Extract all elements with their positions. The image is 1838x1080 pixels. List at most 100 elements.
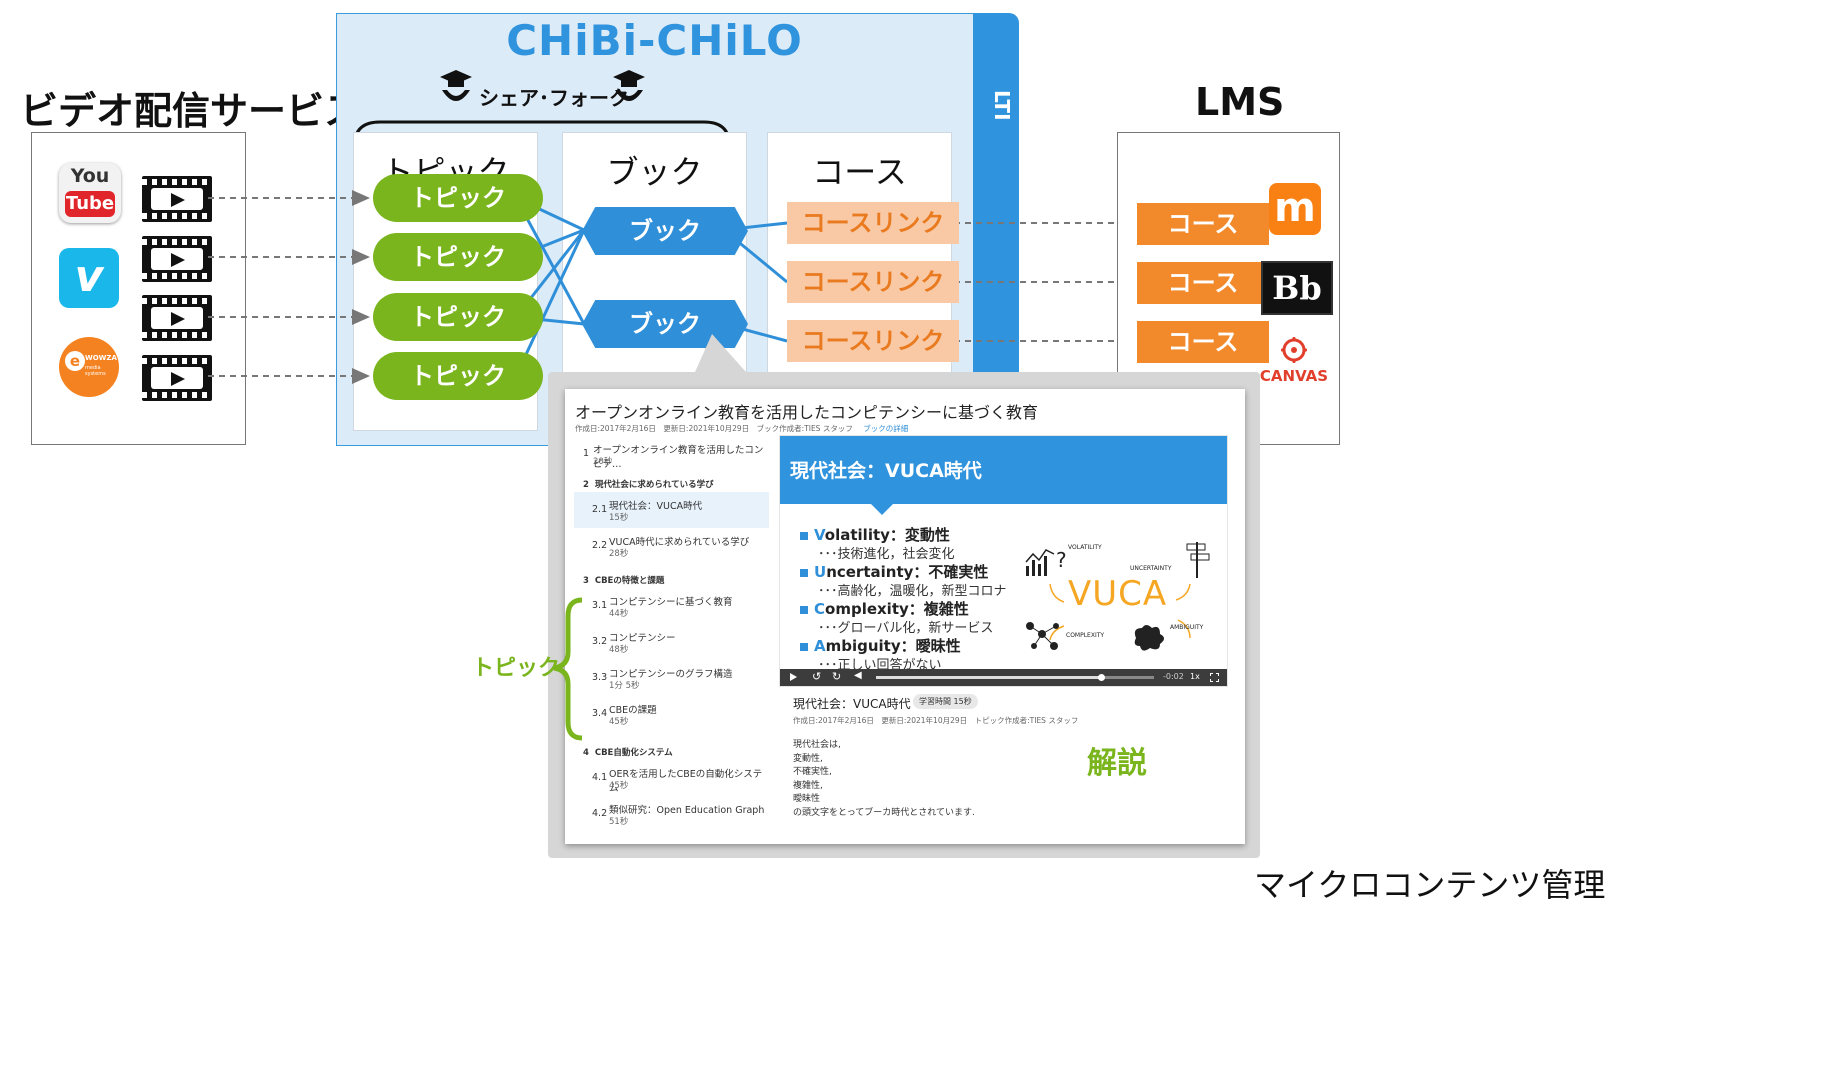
callout-pointer xyxy=(695,334,746,372)
vuca-label-uncertainty: UNCERTAINTY xyxy=(1130,565,1172,572)
explanation-annotation: 解説 xyxy=(1087,746,1147,781)
topic-node: トピック xyxy=(373,174,543,222)
toc-item[interactable]: 2.2 VUCA時代に求められている学び 28秒 xyxy=(592,537,750,559)
slide-header xyxy=(780,436,1227,504)
topic-description: 現代社会は, 変動性, 不確実性, 複雑性, 曖昧性 の頭文字をとってブーカ時代… xyxy=(793,740,975,818)
topic-node: トピック xyxy=(373,233,543,281)
speed-button[interactable]: 1x xyxy=(1190,672,1200,681)
toc-item[interactable]: 3.2 コンピテンシー 48秒 xyxy=(592,633,676,655)
study-time-badge: 学習時間 15秒 xyxy=(913,694,978,709)
screenshot-window: オープンオンライン教育を活用したコンピテンシーに基づく教育 作成日:2017年2… xyxy=(565,389,1245,844)
slide-bullet: Volatility：変動性 xyxy=(800,524,950,545)
toc-section[interactable]: 3 CBEの特徴と課題 xyxy=(583,576,665,586)
book-title: オープンオンライン教育を活用したコンピテンシーに基づく教育 xyxy=(575,403,1039,422)
book-column-header: ブック xyxy=(606,153,703,191)
topic-node: トピック xyxy=(373,352,543,400)
rewind-icon[interactable]: ↺ xyxy=(812,670,822,683)
forward-icon[interactable]: ↻ xyxy=(832,670,842,683)
wowza-logo-name: WOWZA xyxy=(85,354,117,362)
volume-icon[interactable]: ◀ xyxy=(854,670,862,681)
course-link-node: コースリンク xyxy=(787,202,959,244)
signpost-icon xyxy=(1186,542,1210,578)
slide-bullet-sub: ･･･高齢化，温暖化，新型コロナ xyxy=(818,584,1007,599)
course-column-header: コース xyxy=(812,153,907,191)
toc-item[interactable]: 3.1 コンピテンシーに基づく教育 44秒 xyxy=(592,597,733,619)
toc-item[interactable]: 4.2 類似研究：Open Education Graph 51秒 xyxy=(592,805,765,827)
vuca-label-volatility: VOLATILITY xyxy=(1068,544,1102,551)
chart-icon xyxy=(1025,549,1055,576)
micro-content-caption: マイクロコンテンツ管理 xyxy=(1254,866,1606,904)
vuca-arrows xyxy=(1049,583,1191,641)
toc-section[interactable]: 2 現代社会に求められている学び xyxy=(583,480,714,490)
slide-bullet: Ambiguity：曖昧性 xyxy=(800,635,961,656)
fullscreen-icon[interactable] xyxy=(1210,673,1219,682)
book-node: ブック xyxy=(582,300,748,348)
book-meta: 作成日:2017年2月16日 更新日:2021年10月29日 ブック作成者:TI… xyxy=(575,423,908,434)
wowza-logo-glyph: e xyxy=(65,351,85,371)
canvas-logo-text: CANVAS xyxy=(1259,367,1329,385)
course-link-node: コースリンク xyxy=(787,320,959,362)
vimeo-logo: v xyxy=(59,248,119,308)
vuca-word: VUCA xyxy=(1068,574,1168,614)
youtube-logo-you: You xyxy=(70,165,110,187)
lti-label: LTI xyxy=(990,90,1014,121)
seek-handle[interactable] xyxy=(1098,674,1105,681)
vuca-label-ambiguity: AMBIGUITY xyxy=(1170,624,1204,631)
video-service-panel: You Tube v e WOWZA media systems xyxy=(31,132,246,445)
slide-header-notch xyxy=(870,503,894,515)
time-remaining: -0:02 xyxy=(1163,672,1184,681)
video-controls: ↺ ↻ ◀ -0:02 1x xyxy=(780,669,1227,686)
slide-area: 現代社会：VUCA時代 Volatility：変動性 ･･･技術進化，社会変化 … xyxy=(779,435,1228,687)
slide-bullet: Complexity：複雑性 xyxy=(800,598,969,619)
canvas-logo: CANVAS xyxy=(1259,337,1329,387)
seek-bar[interactable] xyxy=(876,674,1154,681)
blob-icon xyxy=(1134,625,1164,651)
wowza-logo-sub: media systems xyxy=(85,365,106,377)
lms-course-node: コース xyxy=(1137,321,1269,363)
topic-detail: 現代社会：VUCA時代 学習時間 15秒 作成日:2017年2月16日 更新日:… xyxy=(779,685,1226,835)
vuca-label-complexity: COMPLEXITY xyxy=(1066,632,1105,639)
toc-item-active[interactable]: 2.1 現代社会：VUCA時代 15秒 xyxy=(574,492,769,528)
slide-title: 現代社会：VUCA時代 xyxy=(790,460,982,482)
network-icon xyxy=(1026,622,1059,650)
slide-bullet: Uncertainty：不確実性 xyxy=(800,561,988,582)
graduate-icon xyxy=(612,68,646,108)
video-service-heading: ビデオ配信サービス xyxy=(20,89,363,133)
video-film-icon xyxy=(142,236,212,282)
book-node: ブック xyxy=(582,207,748,255)
topic-brace xyxy=(553,597,583,741)
vuca-illustration: ? VOLATILITY UNCERTAINTY VUCA COMPLEXITY… xyxy=(1020,536,1220,666)
toc-section[interactable]: 4 CBE自動化システム xyxy=(583,748,673,758)
moodle-logo-glyph: m xyxy=(1274,185,1316,231)
blackboard-logo: Bb xyxy=(1261,261,1333,315)
book-detail-link[interactable]: ブックの詳細 xyxy=(863,424,909,433)
course-link-node: コースリンク xyxy=(787,261,959,303)
lms-course-node: コース xyxy=(1137,262,1269,304)
lms-heading: LMS xyxy=(1195,80,1285,124)
video-film-icon xyxy=(142,355,212,401)
toc-item[interactable]: 3.3 コンピテンシーのグラフ構造 1分 5秒 xyxy=(592,669,733,691)
video-film-icon xyxy=(142,176,212,222)
topic-meta: 作成日:2017年2月16日 更新日:2021年10月29日 トピック作成者:T… xyxy=(793,716,1079,725)
book-meta-text: 作成日:2017年2月16日 更新日:2021年10月29日 ブック作成者:TI… xyxy=(575,424,853,433)
play-icon[interactable] xyxy=(790,673,797,681)
question-mark-icon: ? xyxy=(1056,548,1067,572)
video-film-icon xyxy=(142,295,212,341)
seek-progress xyxy=(876,676,1102,679)
slide-bullet-sub: ･･･技術進化，社会変化 xyxy=(818,547,955,562)
share-fork-label: シェア･フォーク xyxy=(479,86,629,110)
moodle-logo: m xyxy=(1269,183,1321,235)
topic-node: トピック xyxy=(373,293,543,341)
toc-item[interactable]: 3.4 CBEの課題 45秒 xyxy=(592,705,657,727)
toc-panel: 1 オープンオンライン教育を活用したコンピテ… 20秒 2 現代社会に求められて… xyxy=(573,434,773,839)
wowza-logo: e WOWZA media systems xyxy=(59,337,119,397)
app-title: CHiBi-CHiLO xyxy=(506,16,803,65)
graduate-icon xyxy=(439,68,473,108)
toc-item[interactable]: 4.1 OERを活用したCBEの自動化システム 45秒 xyxy=(592,769,763,794)
toc-item[interactable]: 1 オープンオンライン教育を活用したコンピテ… 20秒 xyxy=(583,445,764,470)
slide-bullet-sub: ･･･グローバル化，新サービス xyxy=(818,621,994,636)
topic-title: 現代社会：VUCA時代 xyxy=(793,697,911,711)
lms-course-node: コース xyxy=(1137,203,1269,245)
youtube-logo: You Tube xyxy=(59,163,121,223)
youtube-logo-tube: Tube xyxy=(65,191,115,217)
